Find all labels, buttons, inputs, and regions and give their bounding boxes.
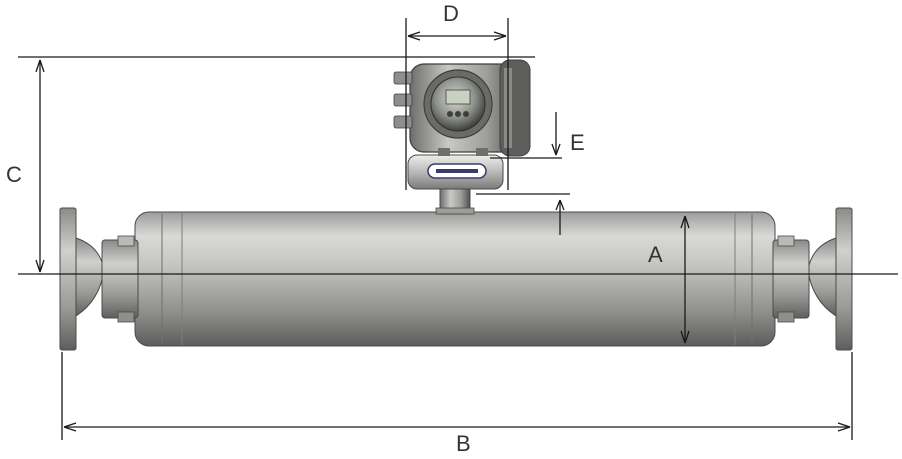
nameplate	[407, 154, 504, 190]
dim-c-arrow-top	[35, 59, 45, 73]
dim-d-arrow-left	[407, 31, 421, 41]
flow-tube	[134, 211, 776, 347]
dimension-label-b: B	[456, 431, 471, 456]
outlet-flange	[772, 207, 853, 351]
neck	[435, 185, 475, 215]
dim-d-arrow-right	[493, 31, 507, 41]
dimension-lines	[18, 18, 898, 440]
dim-b-arrow-left	[63, 422, 77, 432]
dimension-label-c: C	[6, 162, 22, 187]
dimension-label-e: E	[570, 130, 585, 155]
dimension-label-a: A	[648, 242, 663, 267]
display-window	[423, 69, 493, 139]
tube-top-ref-arrow	[555, 199, 565, 211]
dim-a-arrow-bottom	[680, 330, 690, 344]
dim-b-arrow-right	[837, 422, 851, 432]
inlet-flange	[59, 207, 139, 351]
dim-a-arrow-top	[680, 215, 690, 229]
dim-c-arrow-bottom	[35, 259, 45, 273]
dimension-label-d: D	[443, 1, 459, 26]
dim-e-arrow	[551, 143, 561, 156]
